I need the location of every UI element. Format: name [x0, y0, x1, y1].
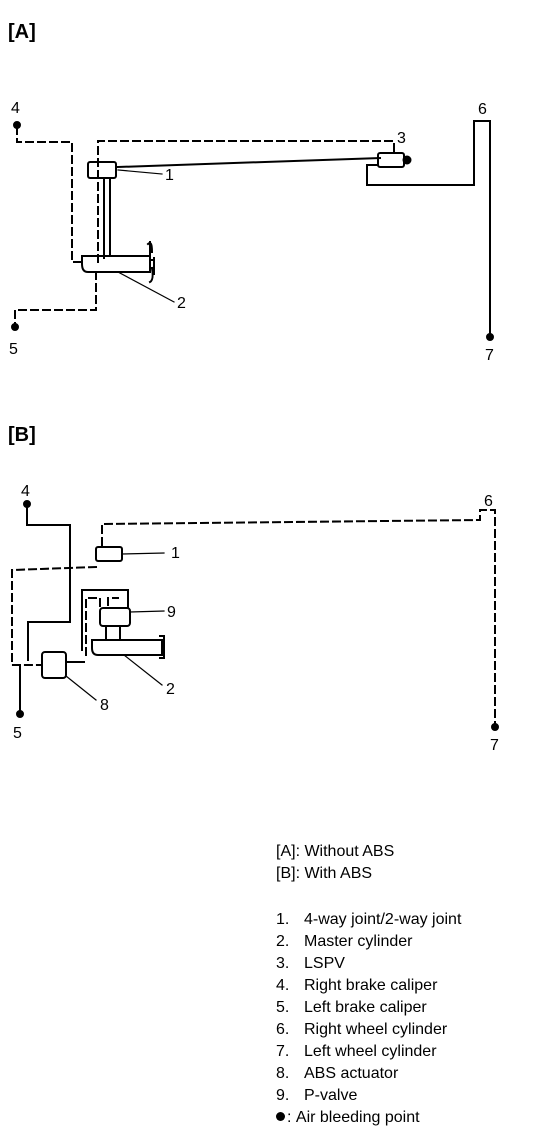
legend-item: 4. Right brake caliper	[276, 975, 461, 997]
p-valve	[99, 607, 131, 627]
diagram-a-label: [A]	[8, 21, 36, 43]
legend-item: 5. Left brake caliper	[276, 997, 461, 1019]
lspv	[377, 152, 405, 168]
pipe-dashed	[97, 140, 395, 263]
pipe-solid	[116, 156, 382, 169]
legend-key: 9.	[276, 1087, 290, 1104]
air-bleed-point-icon	[11, 323, 19, 331]
legend-key: 2.	[276, 933, 290, 950]
callout-b-9: 9	[167, 604, 176, 621]
pipe-solid	[105, 625, 121, 641]
legend-key: 7.	[276, 1043, 290, 1060]
air-bleed-point-icon	[16, 710, 24, 718]
legend-text: Right wheel cylinder	[304, 1021, 448, 1038]
master-cylinder	[91, 639, 163, 656]
legend-item: 9. P-valve	[276, 1085, 461, 1107]
callout-a-5: 5	[9, 341, 18, 358]
pipe-solid	[81, 589, 129, 651]
diagram-b	[11, 500, 499, 731]
legend-item: : Air bleeding point	[276, 1107, 461, 1129]
legend-text: Right brake caliper	[304, 977, 438, 994]
legend-item: 6. Right wheel cylinder	[276, 1019, 461, 1041]
four-way-joint	[95, 546, 123, 562]
four-way-joint	[87, 161, 117, 179]
legend-item: 7. Left wheel cylinder	[276, 1041, 461, 1063]
pipe-dashed	[16, 126, 85, 263]
callout-b-2: 2	[166, 681, 175, 698]
diagram-a	[11, 120, 494, 341]
legend-text: Left wheel cylinder	[304, 1043, 437, 1060]
legend-item: 8. ABS actuator	[276, 1063, 461, 1085]
legend-item: 2. Master cylinder	[276, 931, 461, 953]
pipe-dashed	[11, 565, 98, 666]
callout-b-1: 1	[171, 545, 180, 562]
callout-a-3: 3	[397, 130, 406, 147]
callout-b-8: 8	[100, 697, 109, 714]
callout-a-2: 2	[177, 295, 186, 312]
master-cylinder	[81, 255, 151, 273]
legend-key: 6.	[276, 1021, 290, 1038]
callout-b-4: 4	[21, 483, 30, 500]
pipe-dashed	[101, 509, 496, 726]
pipe-solid	[366, 120, 475, 186]
legend-key: 3.	[276, 955, 290, 972]
callout-a-6: 6	[478, 101, 487, 118]
leader-line	[121, 552, 165, 555]
legend-variant: [B]: With ABS	[276, 865, 373, 882]
legend-text: Master cylinder	[304, 933, 413, 950]
callout-b-7: 7	[490, 737, 499, 754]
leader-line	[129, 610, 165, 613]
leader-line	[117, 271, 175, 303]
air-bleed-point-icon	[491, 723, 499, 731]
legend-text: Air bleeding point	[295, 1109, 420, 1126]
leader-line	[65, 675, 97, 701]
legend-variant: [A]: Without ABS	[276, 843, 395, 860]
master-cylinder-end	[159, 635, 165, 659]
callout-a-1: 1	[165, 167, 174, 184]
legend-text: 4-way joint/2-way joint	[304, 911, 462, 928]
pipe-dashed	[85, 597, 101, 656]
callout-b-6: 6	[484, 493, 493, 510]
legend-key: 8.	[276, 1065, 290, 1082]
air-bleed-point-icon	[13, 121, 21, 129]
air-bleed-point-icon	[23, 500, 31, 508]
abs-actuator	[41, 651, 67, 679]
pipe-solid	[473, 120, 491, 336]
air-bleed-point-icon	[402, 155, 412, 165]
air-bleed-point-icon	[486, 333, 494, 341]
legend-key: 4.	[276, 977, 290, 994]
pipe-dashed	[107, 597, 119, 606]
legend: [A]: Without ABS [B]: With ABS 1. 4-way j…	[276, 841, 461, 1129]
legend-text: LSPV	[304, 955, 345, 972]
diagram-b-label: [B]	[8, 424, 36, 446]
legend-key: 1.	[276, 911, 290, 928]
legend-text: ABS actuator	[304, 1065, 399, 1082]
callout-b-5: 5	[13, 725, 22, 742]
legend-text: P-valve	[304, 1087, 358, 1104]
legend-key: 5.	[276, 999, 290, 1016]
brake-line-diagram: 1 2 3 4 5 6 7 1 2 4 5 6 7 8 9	[9, 100, 499, 754]
legend-item: 1. 4-way joint/2-way joint	[276, 909, 461, 931]
callout-a-7: 7	[485, 347, 494, 364]
pipe-dashed	[14, 271, 97, 326]
master-cylinder-end	[146, 242, 154, 284]
leader-line	[117, 169, 163, 175]
pipe-solid	[26, 505, 71, 661]
legend-item: 3. LSPV	[276, 953, 461, 975]
filled-circle-icon	[276, 1112, 285, 1121]
callout-a-4: 4	[11, 100, 20, 117]
leader-line	[123, 654, 163, 686]
legend-text: Left brake caliper	[304, 999, 427, 1016]
